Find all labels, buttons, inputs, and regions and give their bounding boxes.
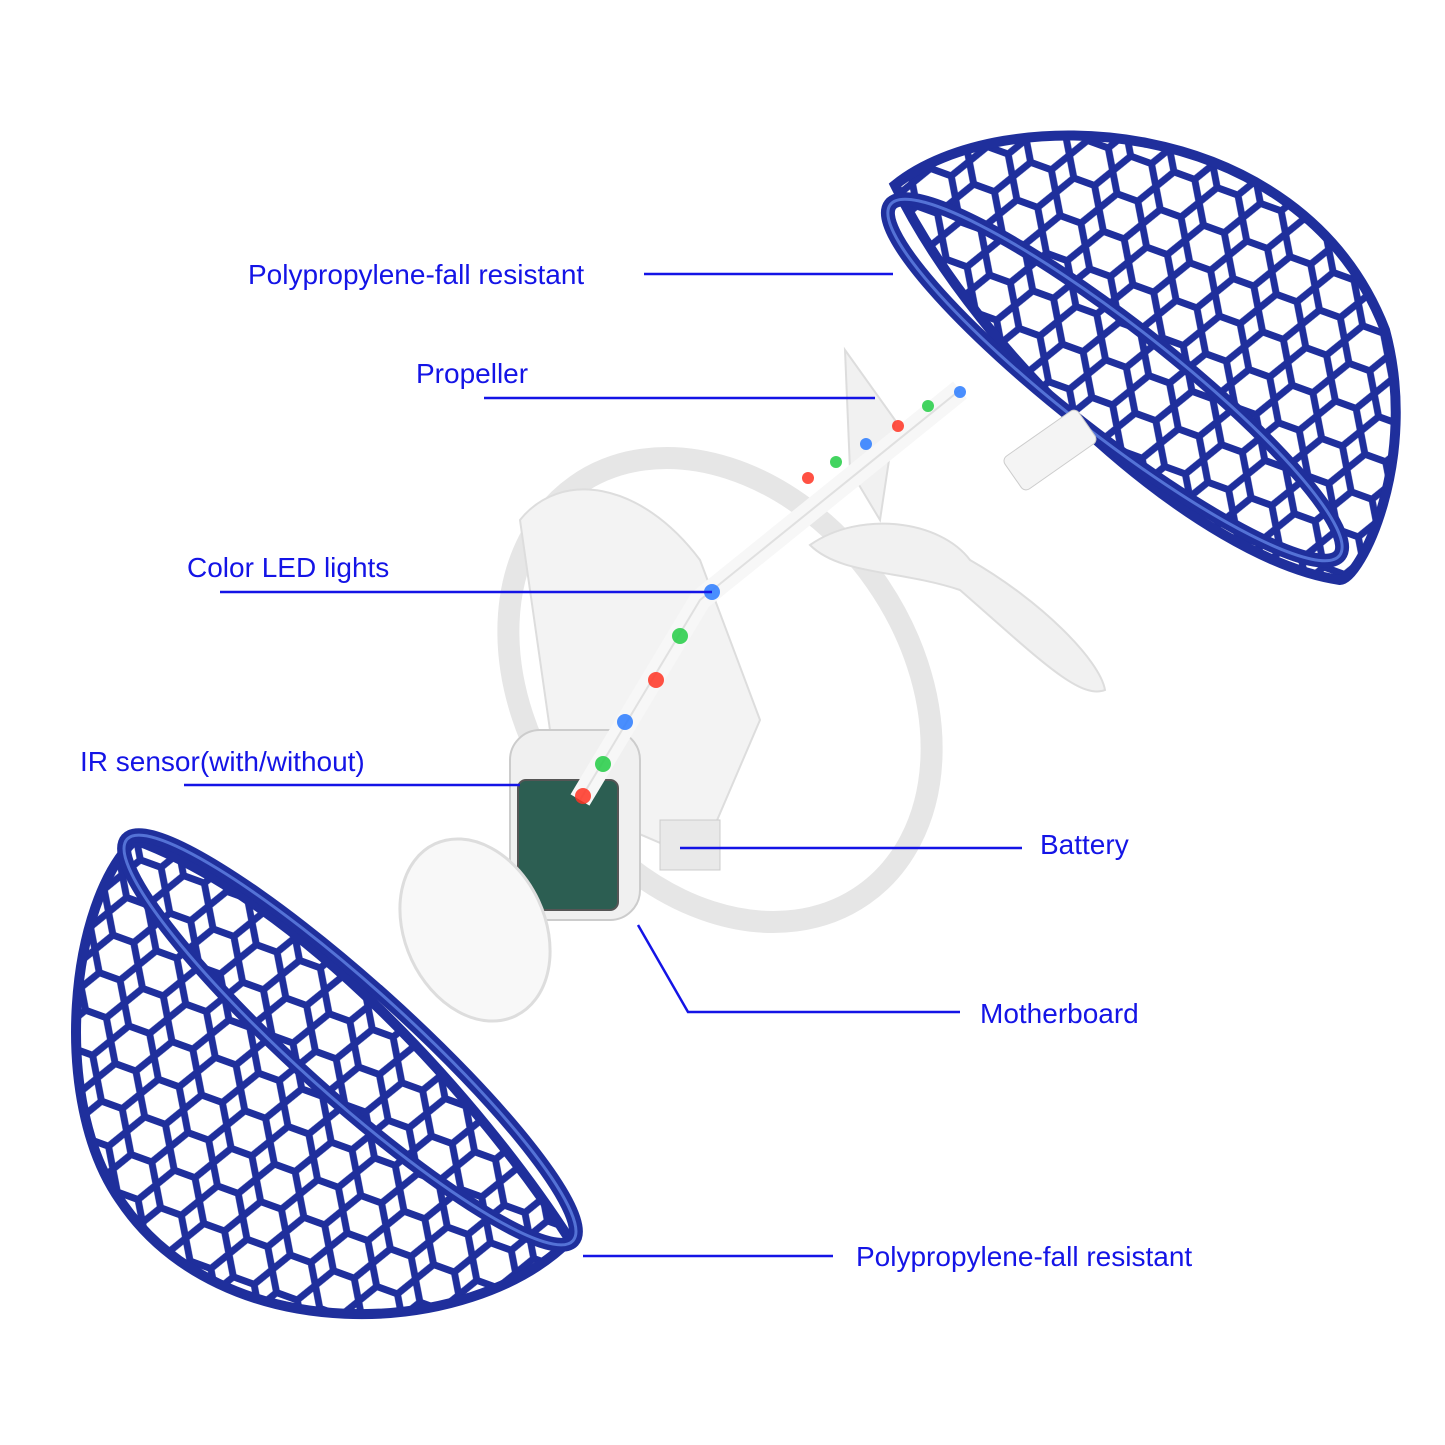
label-cage-top: Polypropylene-fall resistant bbox=[248, 259, 585, 290]
propeller-blade bbox=[808, 522, 1107, 693]
motherboard bbox=[517, 779, 619, 911]
drone-body bbox=[497, 346, 1107, 933]
label-battery: Battery bbox=[1040, 829, 1129, 860]
led-light bbox=[617, 714, 633, 730]
led-light bbox=[922, 400, 934, 412]
label-led: Color LED lights bbox=[187, 552, 390, 583]
label-ir-sensor: IR sensor(with/without) bbox=[80, 746, 365, 777]
led-light bbox=[575, 788, 591, 804]
leader-motherboard bbox=[636, 924, 960, 1014]
led-light bbox=[672, 628, 688, 644]
led-light bbox=[830, 456, 842, 468]
top-cage-mount bbox=[1003, 409, 1097, 491]
led-light bbox=[802, 472, 814, 484]
label-cage-bottom: Polypropylene-fall resistant bbox=[856, 1241, 1193, 1272]
led-light bbox=[892, 420, 904, 432]
base-disc bbox=[398, 837, 552, 1023]
leader-lines bbox=[184, 272, 1022, 1258]
label-motherboard: Motherboard bbox=[980, 998, 1139, 1029]
battery bbox=[659, 819, 721, 871]
bottom-cage-dome bbox=[71, 828, 583, 1320]
led-light bbox=[860, 438, 872, 450]
led-light bbox=[954, 386, 966, 398]
top-cage-dome bbox=[880, 130, 1401, 586]
led-light bbox=[648, 672, 664, 688]
led-light bbox=[595, 756, 611, 772]
label-propeller: Propeller bbox=[416, 358, 529, 389]
